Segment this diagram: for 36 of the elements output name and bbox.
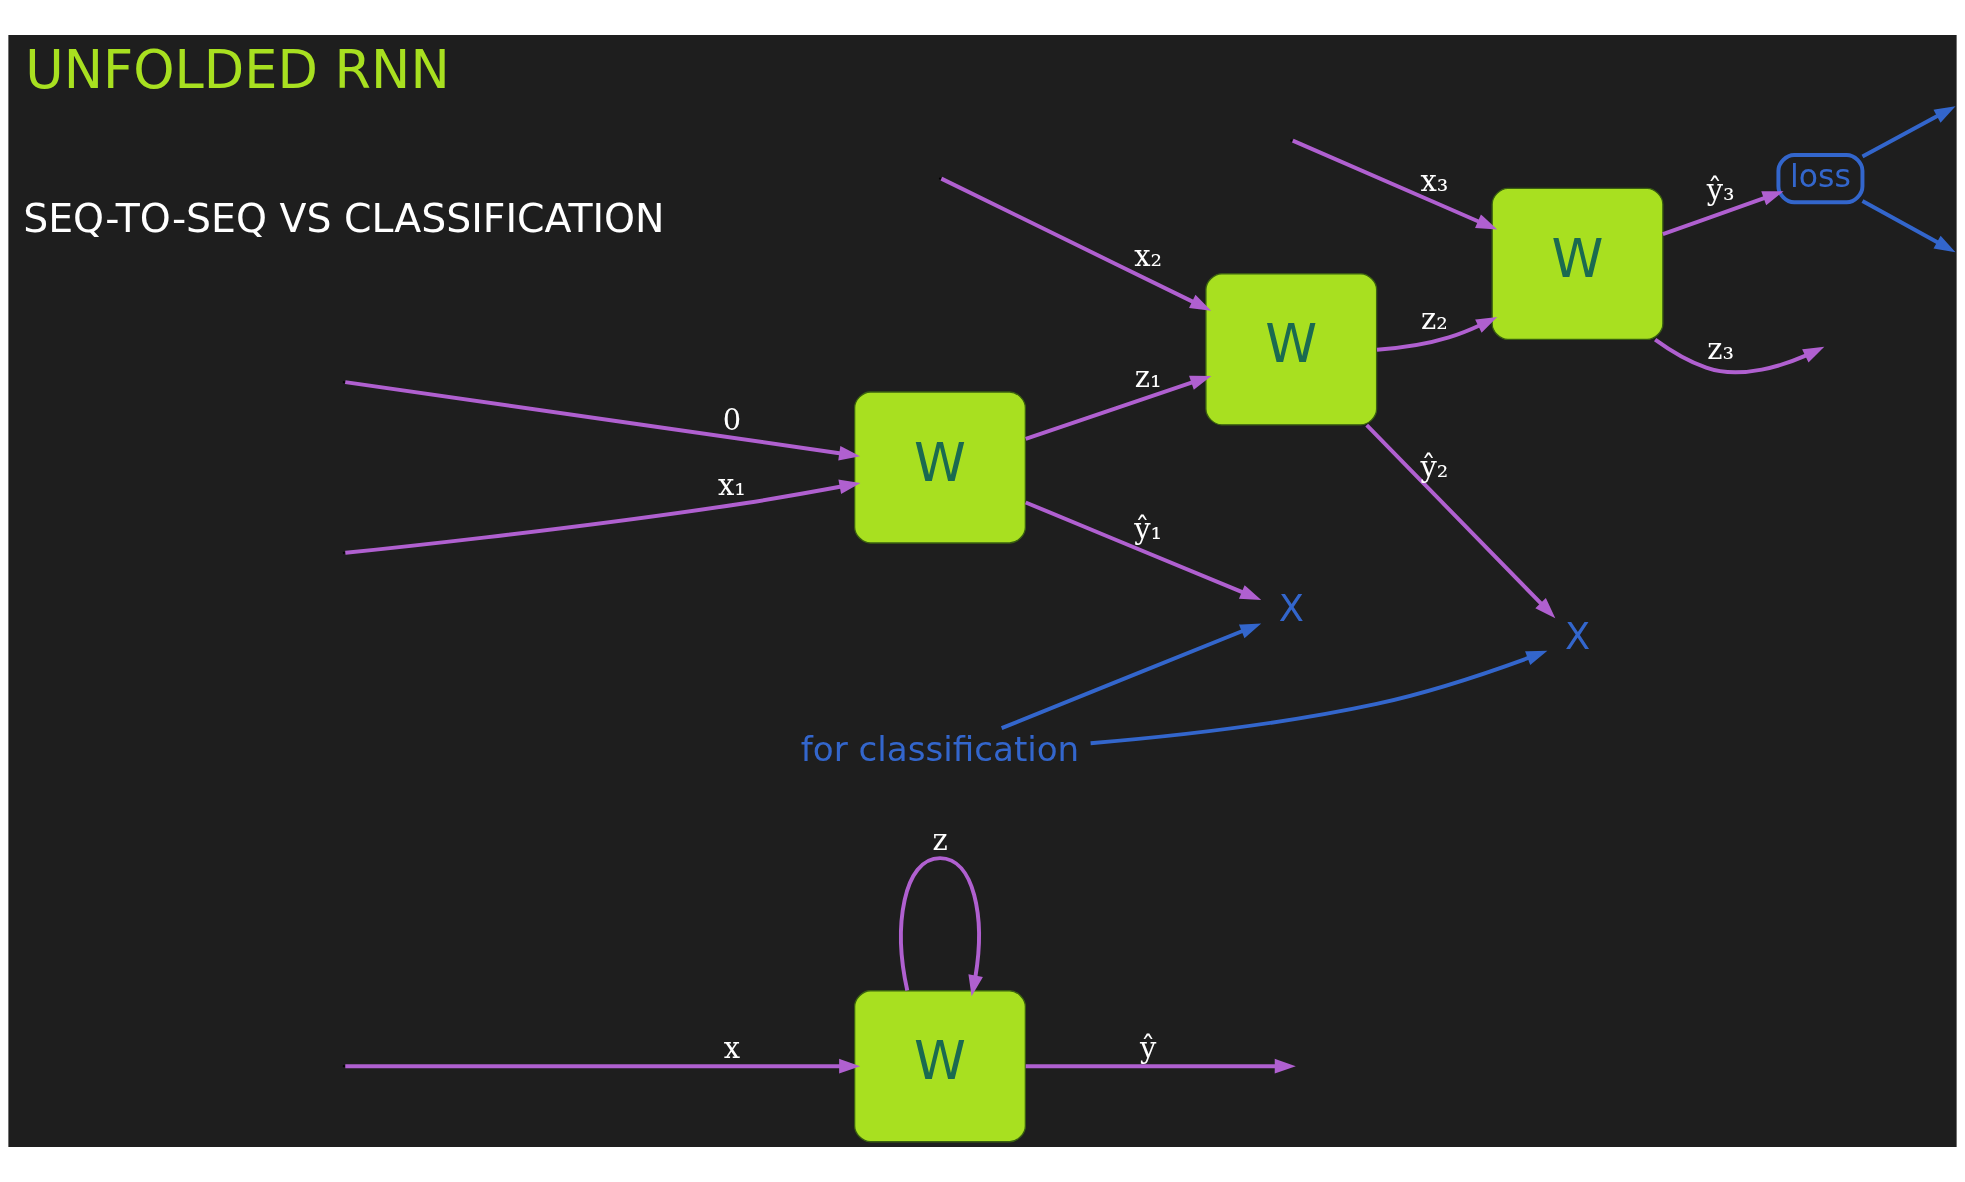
arrow bbox=[1662, 191, 1784, 236]
node-box: W bbox=[1491, 187, 1664, 341]
edge-label: 0 bbox=[722, 403, 742, 438]
node-box: loss bbox=[1776, 153, 1865, 205]
node-box: W bbox=[1205, 273, 1378, 426]
edge-label: x₁ bbox=[717, 467, 746, 502]
edge-label: ŷ₂ bbox=[1420, 450, 1449, 485]
label: SEQ-TO-SEQ VS CLASSIFICATION bbox=[23, 194, 665, 241]
arrow bbox=[1024, 500, 1262, 601]
node-text: X bbox=[1278, 586, 1304, 630]
arrow bbox=[345, 1058, 861, 1074]
node-box: W bbox=[854, 391, 1026, 544]
edge-label: z₁ bbox=[1134, 359, 1162, 394]
arrow bbox=[899, 856, 983, 997]
edge-label: x bbox=[723, 1030, 741, 1065]
edge-label: x₃ bbox=[1420, 164, 1449, 199]
arrow bbox=[1376, 316, 1498, 352]
edge-label: ŷ₃ bbox=[1706, 173, 1735, 208]
edge-label: ŷ₁ bbox=[1134, 512, 1163, 547]
arrow bbox=[1000, 623, 1262, 730]
edge-label: ŷ bbox=[1139, 1030, 1157, 1065]
arrow bbox=[940, 176, 1212, 311]
node-box: W bbox=[854, 990, 1026, 1143]
node-text: for classification bbox=[800, 728, 1080, 769]
arrow bbox=[1025, 375, 1212, 441]
edge-label: z bbox=[932, 822, 948, 857]
arrow bbox=[1292, 138, 1498, 230]
edge-label: x₂ bbox=[1134, 239, 1163, 274]
edge-label: z₂ bbox=[1420, 302, 1448, 337]
edge-label: z₃ bbox=[1707, 332, 1735, 367]
arrow bbox=[1090, 650, 1548, 746]
arrow bbox=[1365, 423, 1556, 619]
node-text: X bbox=[1564, 614, 1591, 658]
arrow bbox=[345, 479, 861, 555]
diagram-title: UNFOLDED RNN bbox=[25, 38, 450, 100]
arrow bbox=[345, 380, 861, 461]
